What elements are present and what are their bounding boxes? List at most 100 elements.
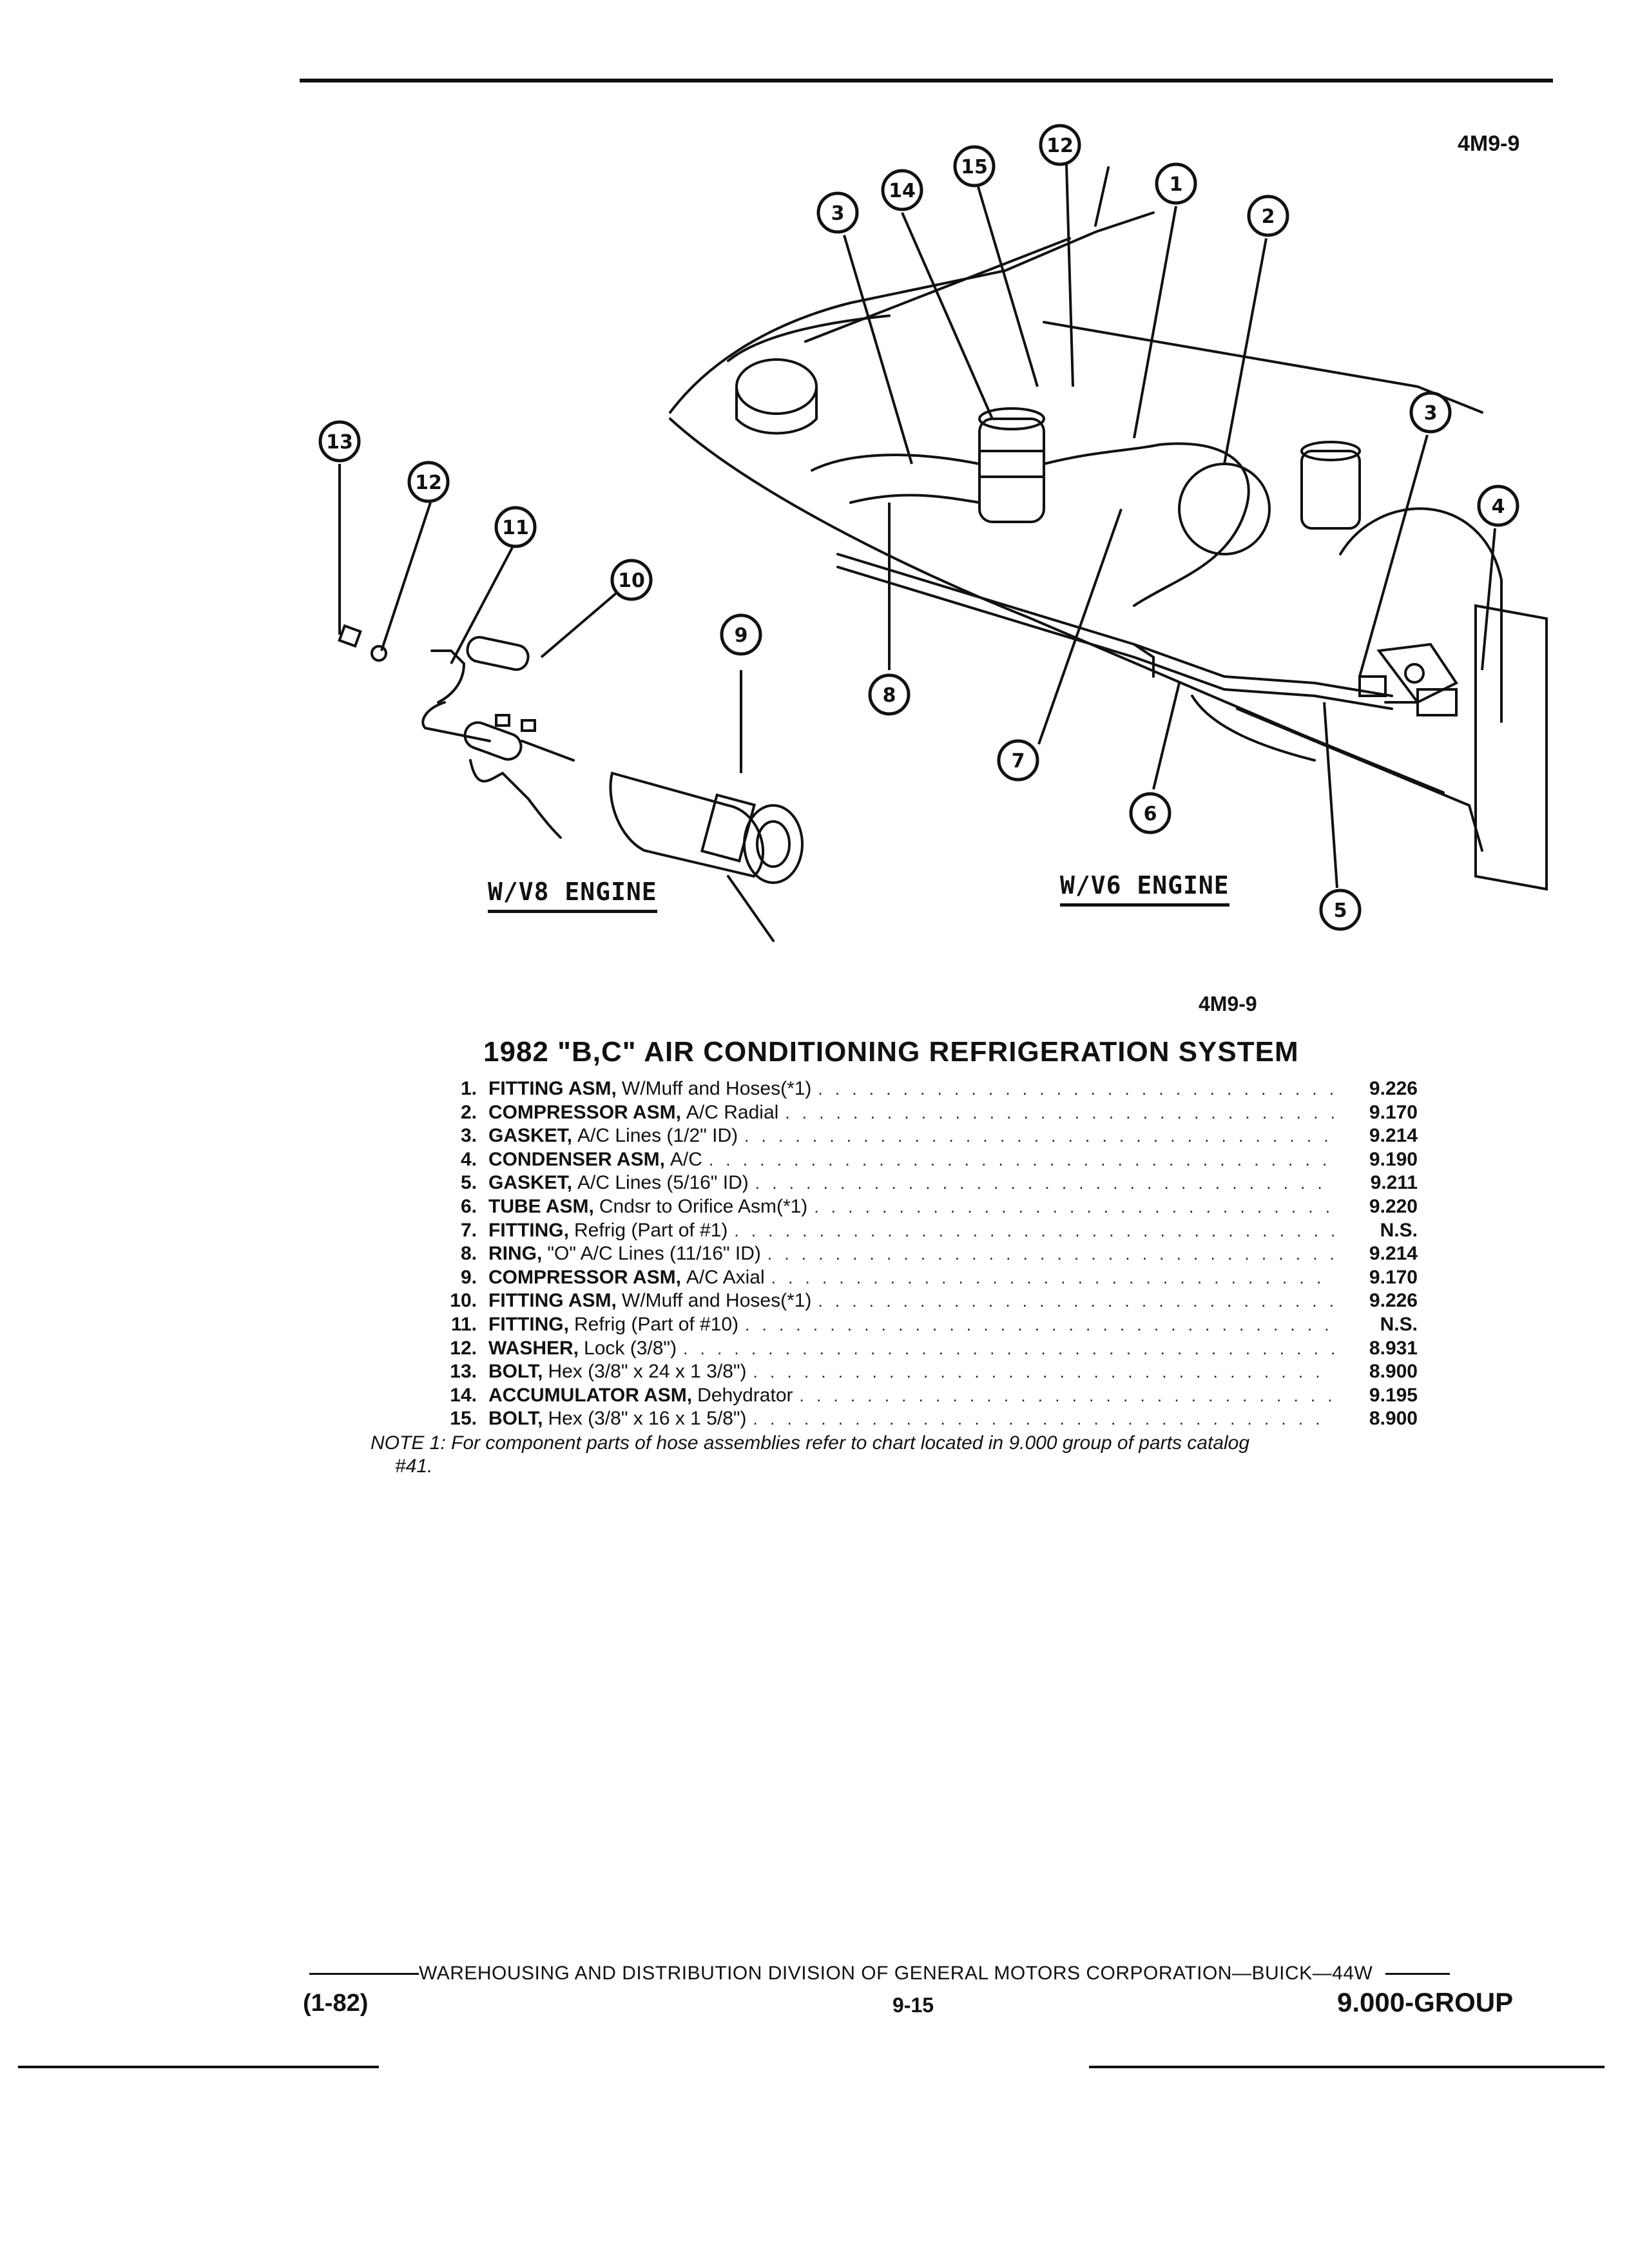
catalog-note: NOTE 1: For component parts of hose asse… bbox=[371, 1432, 1479, 1478]
part-number: 10. bbox=[450, 1290, 477, 1312]
parts-row: 2. COMPRESSOR ASM,A/C Radial 9.170 bbox=[406, 1101, 1418, 1125]
part-number: 8. bbox=[460, 1243, 477, 1265]
part-name: CONDENSER ASM, bbox=[488, 1148, 665, 1170]
svg-text:2: 2 bbox=[1262, 206, 1275, 228]
svg-text:9: 9 bbox=[735, 624, 748, 647]
bottom-rule-right bbox=[1089, 2066, 1605, 2068]
leader-dots bbox=[753, 1407, 1334, 1430]
part-description: A/C Radial bbox=[686, 1101, 779, 1123]
part-number: 5. bbox=[460, 1172, 477, 1194]
part-name: COMPRESSOR ASM, bbox=[488, 1101, 681, 1123]
leader-dots bbox=[785, 1101, 1334, 1124]
part-group: 9.226 bbox=[1369, 1078, 1418, 1099]
part-description: W/Muff and Hoses(*1) bbox=[621, 1290, 812, 1312]
svg-text:11: 11 bbox=[502, 517, 529, 539]
callout-13: 13 bbox=[318, 420, 361, 463]
callout-3-top: 3 bbox=[816, 191, 859, 234]
accumulator bbox=[978, 418, 1045, 523]
parts-row: 12.WASHER,Lock (3/8")8.931 bbox=[406, 1337, 1418, 1361]
callout-3-right: 3 bbox=[1409, 391, 1452, 434]
parts-row: 13.BOLT,Hex (3/8" x 24 x 1 3/8")8.900 bbox=[406, 1360, 1418, 1384]
part-description: A/C Lines (5/16" ID) bbox=[577, 1172, 749, 1194]
parts-row: 3. GASKET,A/C Lines (1/2" ID) 9.214 bbox=[406, 1124, 1418, 1148]
svg-text:5: 5 bbox=[1334, 899, 1347, 922]
svg-text:7: 7 bbox=[1012, 750, 1025, 773]
leader-dots bbox=[753, 1360, 1334, 1383]
callout-7: 7 bbox=[997, 739, 1039, 782]
ac-system-illustration: 3 14 15 12 1 2 3 4 5 6 7 8 9 10 11 12 13 bbox=[318, 124, 1548, 942]
part-description: A/C Lines (1/2" ID) bbox=[577, 1125, 738, 1147]
note-line-1: NOTE 1: For component parts of hose asse… bbox=[371, 1432, 1250, 1454]
svg-text:8: 8 bbox=[883, 684, 896, 707]
bottom-rule-left bbox=[18, 2066, 379, 2068]
leader-dots bbox=[744, 1124, 1334, 1148]
parts-row: 4.CONDENSER ASM,A/C9.190 bbox=[406, 1148, 1418, 1172]
svg-text:14: 14 bbox=[889, 180, 916, 202]
part-number: 1. bbox=[460, 1078, 477, 1099]
part-group: 8.900 bbox=[1369, 1361, 1418, 1383]
footer-division-text: WAREHOUSING AND DISTRIBUTION DIVISION OF… bbox=[419, 1963, 1373, 1984]
part-group: 9.226 bbox=[1369, 1290, 1418, 1312]
leader-dots bbox=[818, 1077, 1334, 1100]
callout-2: 2 bbox=[1247, 195, 1289, 237]
parts-row: 11.FITTING,Refrig (Part of #10)N.S. bbox=[406, 1313, 1418, 1337]
part-number: 3. bbox=[460, 1125, 477, 1147]
part-name: FITTING, bbox=[488, 1219, 569, 1241]
svg-text:6: 6 bbox=[1144, 803, 1157, 825]
leader-dots bbox=[767, 1242, 1334, 1265]
svg-text:13: 13 bbox=[326, 431, 353, 454]
v6-engine-label: W/V6 ENGINE bbox=[1060, 871, 1229, 907]
part-number: 9. bbox=[460, 1266, 477, 1288]
leader-dots bbox=[709, 1148, 1334, 1171]
part-description: "O" A/C Lines (11/16" ID) bbox=[547, 1243, 761, 1265]
part-name: FITTING ASM, bbox=[488, 1290, 617, 1312]
oil-filter bbox=[1300, 450, 1361, 530]
v8-fitting bbox=[430, 649, 465, 704]
part-number: 12. bbox=[450, 1337, 477, 1359]
svg-text:3: 3 bbox=[1424, 402, 1438, 425]
part-description: W/Muff and Hoses(*1) bbox=[621, 1078, 812, 1099]
part-group: 9.195 bbox=[1369, 1384, 1418, 1406]
document-title: 1982 "B,C" AIR CONDITIONING REFRIGERATIO… bbox=[483, 1036, 1299, 1068]
part-name: ACCUMULATOR ASM, bbox=[488, 1384, 693, 1406]
diagram-code-caption: 4M9-9 bbox=[1199, 992, 1257, 1015]
part-name: GASKET, bbox=[488, 1125, 573, 1147]
part-number: 13. bbox=[450, 1361, 477, 1383]
callout-11: 11 bbox=[494, 506, 537, 548]
part-number: 4. bbox=[460, 1148, 477, 1170]
part-name: FITTING ASM, bbox=[488, 1078, 617, 1099]
parts-row: 8. RING,"O" A/C Lines (11/16" ID) 9.214 bbox=[406, 1242, 1418, 1266]
part-group: 9.214 bbox=[1369, 1125, 1418, 1147]
footer-date-code: (1-82) bbox=[303, 1990, 369, 2017]
radiator-shroud bbox=[1339, 507, 1503, 723]
part-group: 9.170 bbox=[1369, 1101, 1418, 1123]
part-number: 11. bbox=[450, 1313, 477, 1335]
part-group: 9.214 bbox=[1369, 1243, 1418, 1265]
parts-row: 10. FITTING ASM,W/Muff and Hoses(*1) 9.226 bbox=[406, 1289, 1418, 1313]
engine-bay-outline bbox=[669, 211, 1155, 414]
callout-12-left: 12 bbox=[407, 461, 450, 503]
part-name: RING, bbox=[488, 1243, 543, 1265]
parts-row: 6.TUBE ASM,Cndsr to Orifice Asm(*1)9.220 bbox=[406, 1195, 1418, 1219]
part-number: 2. bbox=[460, 1101, 477, 1123]
part-number: 15. bbox=[450, 1408, 477, 1430]
top-rule bbox=[300, 79, 1553, 82]
radial-compressor bbox=[1178, 463, 1271, 555]
callout-15: 15 bbox=[953, 145, 996, 187]
leader-dots bbox=[771, 1266, 1334, 1289]
part-description: A/C Axial bbox=[686, 1266, 765, 1288]
part-description: Dehydrator bbox=[697, 1384, 793, 1406]
svg-text:12: 12 bbox=[1046, 135, 1074, 157]
axial-compressor bbox=[609, 771, 765, 878]
svg-text:15: 15 bbox=[961, 156, 988, 178]
part-group: 9.190 bbox=[1369, 1148, 1418, 1170]
footer-rule-left bbox=[309, 1972, 419, 1975]
part-group: 8.931 bbox=[1369, 1337, 1418, 1359]
part-group: 8.900 bbox=[1369, 1408, 1418, 1430]
svg-text:3: 3 bbox=[831, 202, 845, 225]
part-name: FITTING, bbox=[488, 1313, 569, 1335]
callout-9: 9 bbox=[720, 613, 762, 656]
leader-dots bbox=[814, 1195, 1334, 1218]
leader-dots bbox=[818, 1289, 1334, 1312]
callout-1: 1 bbox=[1155, 162, 1197, 205]
